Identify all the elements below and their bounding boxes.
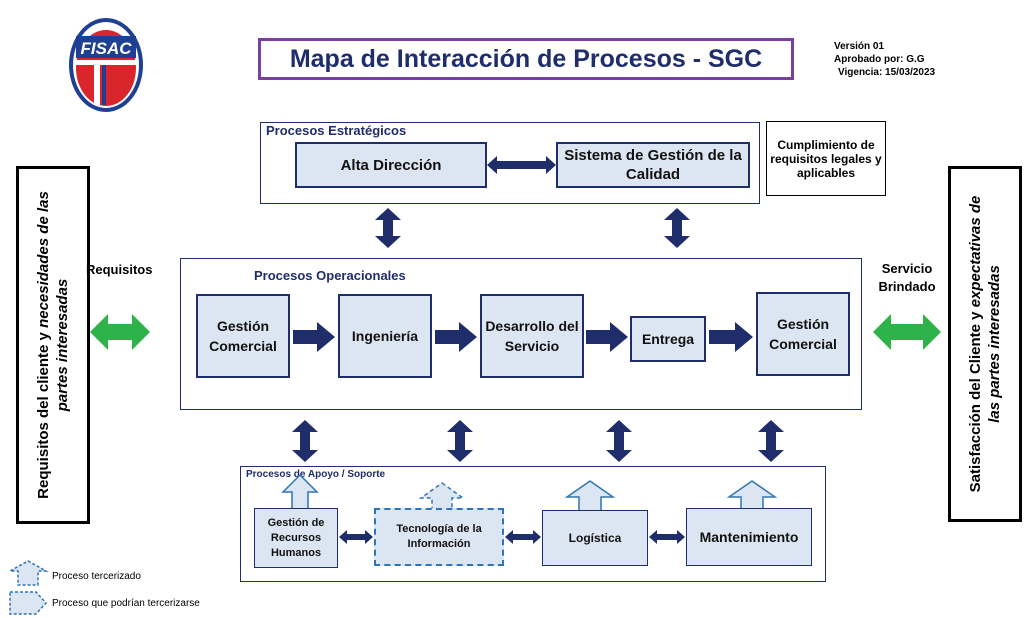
strategic-label: Procesos Estratégicos [266,123,407,138]
op-support-arrow-3 [606,420,632,462]
op-step-ingenieria: Ingeniería [338,294,432,378]
op-flow-arrow-3 [586,322,628,352]
fisac-logo: FISAC [69,18,143,112]
op-step-desarrollo: Desarrollo del Servicio [480,294,584,378]
strategic-section [260,122,760,204]
legend-outsourced-icon [7,560,49,586]
sgc-box: Sistema de Gestión de la Calidad [556,142,750,188]
requisitos-label: Requisitos [86,262,153,277]
op-support-arrow-2 [447,420,473,462]
op-flow-arrow-4 [709,322,753,352]
requisitos-arrow [90,314,150,350]
strategic-operational-arrow-right [664,208,690,248]
logo-text: FISAC [81,39,133,58]
operational-section [180,258,862,410]
validity-text: Vigencia: 15/03/2023 [838,67,936,78]
client-requirements-box [16,166,90,524]
op-step-gestion-comercial-2: Gestión Comercial [756,292,850,376]
op-step-gestion-comercial-1: Gestión Comercial [196,294,290,378]
support-link-arrow-2 [505,530,541,544]
support-link-arrow-3 [649,530,685,544]
operational-label: Procesos Operacionales [254,268,406,283]
support-label: Procesos de Apoyo / Soporte [246,469,386,480]
alta-direccion-box: Alta Dirección [295,142,487,188]
support-mantenimiento-box: Mantenimiento [686,508,812,566]
op-flow-arrow-2 [435,322,477,352]
op-support-arrow-1 [292,420,318,462]
op-flow-arrow-1 [293,322,335,352]
support-section [240,466,826,582]
version-text: Versión 01 [834,41,885,52]
op-support-arrow-4 [758,420,784,462]
page-title: Mapa de Interacción de Procesos - SGC [289,44,763,73]
client-requirements-text: Requisitos del cliente y necesidades de … [35,191,71,499]
support-ti-box: Tecnología de la Información [374,508,504,566]
support-logistica-box: Logística [542,510,648,566]
support-up-arrow-rrhh [281,473,319,510]
support-rrhh-box: Gestión de Recursos Humanos [254,508,338,568]
alta-sgc-arrow [487,156,556,174]
servicio-label: Servicio Brindado [878,261,936,294]
servicio-arrow [873,314,941,350]
page-title-box: Mapa de Interacción de Procesos - SGC [258,38,794,80]
support-up-arrow-logistica [564,480,616,512]
legend-could-outsource-icon [9,591,48,615]
compliance-box: Cumplimiento de requisitos legales y apl… [766,121,886,196]
strategic-operational-arrow-left [375,208,401,248]
op-step-entrega: Entrega [630,316,706,362]
legend-could-outsource-text: Proceso que podrían tercerizarse [52,598,200,609]
client-satisfaction-box [948,166,1022,522]
legend-outsourced-text: Proceso tercerizado [52,571,141,582]
client-satisfaction-text: Satisfacción del Cliente y expectativas … [967,195,1003,493]
document-meta: Versión 01 Aprobado por: G.G Vigencia: 1… [834,40,935,79]
support-link-arrow-1 [339,530,373,544]
approved-text: Aprobado por: G.G [834,54,925,65]
